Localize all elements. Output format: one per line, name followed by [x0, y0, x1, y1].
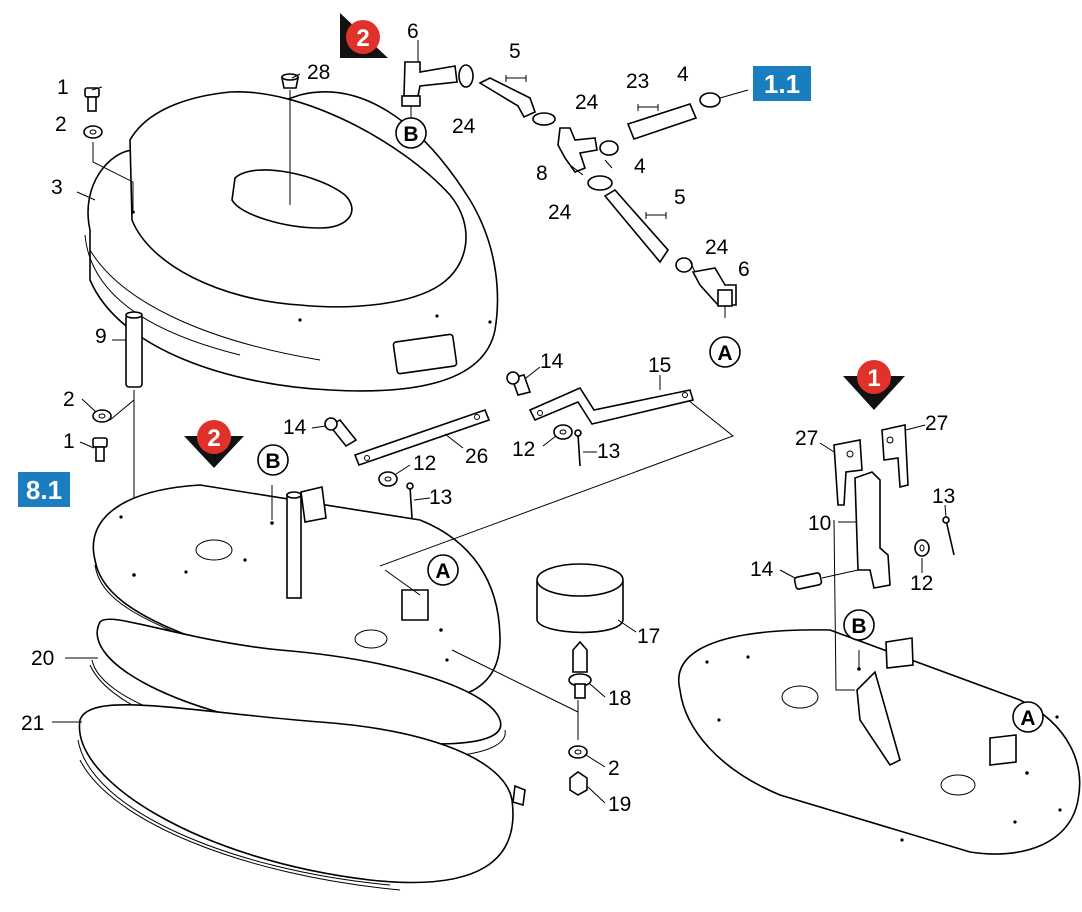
svg-text:1: 1	[867, 365, 880, 392]
connector-a-right: A	[1012, 701, 1044, 733]
label-5-b: 5	[674, 186, 686, 209]
label-12-b: 12	[512, 438, 535, 461]
svg-text:1.1: 1.1	[764, 69, 800, 99]
label-2-mid: 2	[63, 388, 75, 411]
strap-part-26	[353, 408, 491, 467]
svg-text:2: 2	[356, 25, 369, 52]
label-1-top: 1	[57, 76, 69, 99]
connector-a-mid: A	[427, 554, 459, 586]
svg-text:B: B	[265, 450, 280, 473]
label-12-c: 12	[910, 572, 933, 595]
svg-text:A: A	[717, 342, 732, 365]
washer-part-2-low	[568, 745, 588, 759]
plate-part-27-right	[881, 424, 909, 489]
label-14-a: 14	[283, 416, 307, 439]
label-28: 28	[307, 61, 330, 84]
connector-b-top: B	[395, 117, 427, 149]
arm-part-10	[833, 471, 891, 691]
nut-part-19	[569, 771, 588, 796]
label-3: 3	[51, 176, 63, 199]
label-24-c: 24	[548, 201, 572, 224]
label-27-right: 27	[925, 412, 948, 435]
ring-part-21	[77, 704, 526, 891]
label-14-b: 14	[540, 350, 564, 373]
marker-2-top: 2	[340, 13, 388, 58]
connector-a-top: A	[709, 336, 741, 368]
connector-b-right: B	[843, 609, 875, 641]
label-19: 19	[608, 793, 631, 816]
label-2-low: 2	[608, 757, 620, 780]
svg-text:B: B	[403, 123, 418, 146]
leader-lines	[52, 40, 947, 804]
label-12-a: 12	[413, 452, 436, 475]
cushion-part-17	[536, 563, 624, 634]
label-24-b: 24	[575, 91, 599, 114]
label-18: 18	[608, 687, 631, 710]
label-24-a: 24	[452, 115, 476, 138]
label-14-c: 14	[750, 558, 774, 581]
label-6-top: 6	[407, 20, 419, 43]
label-24-d: 24	[705, 236, 729, 259]
label-21: 21	[21, 712, 44, 735]
marker-1-right: 1	[843, 360, 905, 410]
bolt-part-1-mid	[92, 437, 108, 462]
label-15: 15	[648, 354, 671, 377]
label-26: 26	[465, 445, 488, 468]
stud-part-18	[568, 640, 592, 740]
washer-part-2-mid	[92, 399, 135, 423]
reference-badge-8-1[interactable]: 8.1	[18, 472, 70, 507]
label-20: 20	[31, 647, 54, 670]
part-number-labels: 1 2 3 28 6 5 24 24 23 4 8 4 24 5 24 6 9 …	[21, 20, 955, 816]
label-9: 9	[95, 325, 107, 348]
label-23: 23	[626, 70, 649, 93]
svg-text:B: B	[851, 615, 866, 638]
marker-2-left: 2	[184, 420, 244, 468]
pin-part-13-a	[406, 482, 414, 519]
pin-part-13-c	[942, 516, 955, 556]
bolt-part-1-top	[84, 87, 100, 112]
screw-part-14-c	[793, 569, 859, 590]
label-4-b: 4	[634, 155, 646, 178]
bracket-part-15	[528, 386, 695, 425]
cover-part-3	[84, 91, 499, 392]
pin-part-13-b	[574, 429, 582, 467]
washer-part-12-c	[914, 539, 930, 557]
svg-text:2: 2	[207, 425, 220, 452]
washer-part-2-top	[83, 125, 134, 210]
hose-assembly	[401, 61, 737, 318]
svg-text:A: A	[435, 560, 450, 583]
knob-part-28	[281, 73, 299, 205]
right-plate	[678, 629, 1081, 855]
label-17: 17	[637, 625, 660, 648]
label-1-mid: 1	[63, 430, 75, 453]
svg-text:A: A	[1020, 707, 1035, 730]
connector-b-mid: B	[257, 444, 289, 476]
label-5-top: 5	[509, 40, 521, 63]
label-13-b: 13	[597, 440, 620, 463]
screw-part-14-b	[506, 371, 532, 396]
spacer-part-9	[125, 311, 143, 580]
washer-part-12-b	[553, 424, 573, 440]
washer-part-12-a	[378, 471, 398, 487]
label-4-a: 4	[677, 63, 689, 86]
label-6-b: 6	[738, 258, 750, 281]
label-8: 8	[536, 162, 548, 185]
svg-text:8.1: 8.1	[26, 475, 62, 505]
label-13-a: 13	[429, 486, 452, 509]
plate-part-27-left	[833, 439, 863, 506]
label-10: 10	[808, 512, 831, 535]
screw-part-14-a	[324, 417, 358, 448]
label-27-left: 27	[795, 427, 818, 450]
label-2-top: 2	[55, 113, 67, 136]
reference-badge-1-1[interactable]: 1.1	[753, 66, 811, 101]
middle-plate	[92, 399, 735, 713]
label-13-c: 13	[932, 485, 955, 508]
